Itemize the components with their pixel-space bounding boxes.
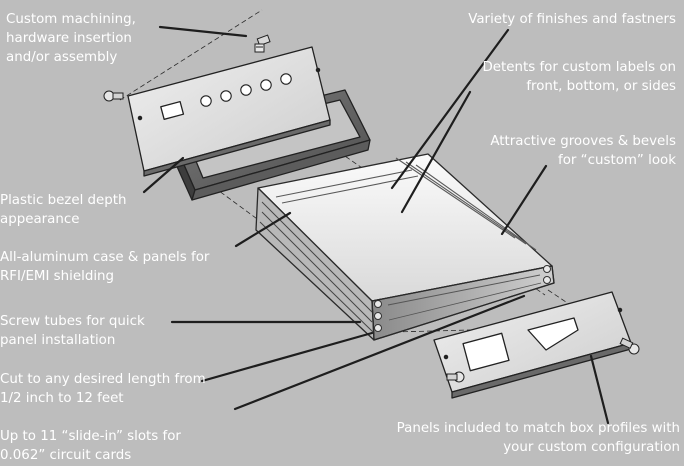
leader-finishes <box>390 28 510 190</box>
rear-panel <box>127 46 331 177</box>
extrusion-body <box>255 153 555 341</box>
label-plastic-bezel: Plastic bezel depth appearance <box>0 193 127 227</box>
leader-detents <box>400 90 472 214</box>
screw-bottom-left <box>446 371 465 383</box>
leader-cut-length <box>200 331 374 383</box>
label-aluminum-case: All-aluminum case & panels for RFI/EMI s… <box>0 250 210 284</box>
label-panels-included: Panels included to match box profiles wi… <box>396 421 680 455</box>
leader-bezel <box>142 156 185 194</box>
label-slide-in-slots: Up to 11 “slide-in” slots for 0.062” cir… <box>0 429 181 463</box>
label-screw-tubes: Screw tubes for quick panel installation <box>0 314 145 348</box>
front-panel <box>433 291 632 399</box>
leader-slots <box>233 294 526 411</box>
leader-aluminum <box>234 211 292 248</box>
screw-right <box>619 337 640 355</box>
label-custom-machining: Custom machining, hardware insertion and… <box>6 12 136 65</box>
screw-top <box>254 34 271 53</box>
screw-left <box>103 90 124 102</box>
leader-panels <box>589 354 610 425</box>
leader-grooves <box>500 164 548 236</box>
label-cut-length: Cut to any desired length from 1/2 inch … <box>0 372 206 406</box>
label-detents: Detents for custom labels on front, bott… <box>482 60 676 94</box>
label-grooves-bevels: Attractive grooves & bevels for “custom”… <box>490 134 676 168</box>
label-finishes-fasteners: Variety of finishes and fastners <box>468 12 676 27</box>
leader-lines <box>142 25 610 425</box>
leader-machining <box>158 25 248 38</box>
